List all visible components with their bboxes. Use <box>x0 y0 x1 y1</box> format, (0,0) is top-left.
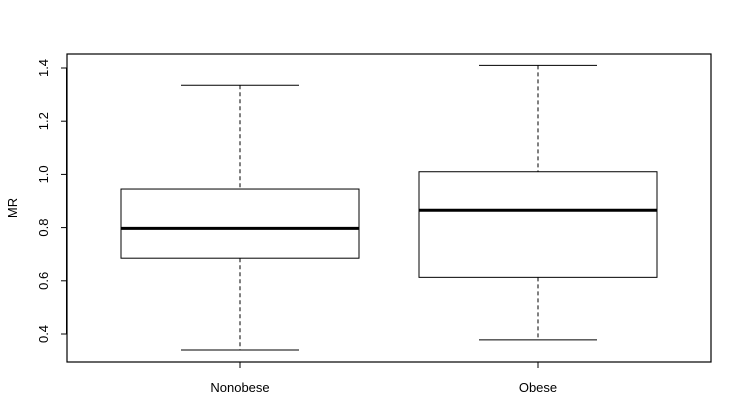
iqr-box <box>120 188 360 259</box>
x-tick-label: Nonobese <box>210 380 269 395</box>
y-tick-label: 0.4 <box>36 325 51 343</box>
y-tick-label: 1.4 <box>36 59 51 77</box>
x-axis: Nonobese Obese <box>210 362 557 395</box>
iqr-box <box>418 171 658 278</box>
x-tick-label: Obese <box>519 380 557 395</box>
y-tick-label: 0.8 <box>36 219 51 237</box>
y-tick-label: 1.0 <box>36 165 51 183</box>
y-axis: 0.4 0.6 0.8 1.0 1.2 1.4 <box>36 59 67 343</box>
y-tick-label: 0.6 <box>36 272 51 290</box>
y-tick-label: 1.2 <box>36 112 51 130</box>
box-obese <box>418 64 658 341</box>
boxes <box>120 64 658 351</box>
box-nonobese <box>120 84 360 351</box>
y-axis-label: MR <box>5 198 20 218</box>
